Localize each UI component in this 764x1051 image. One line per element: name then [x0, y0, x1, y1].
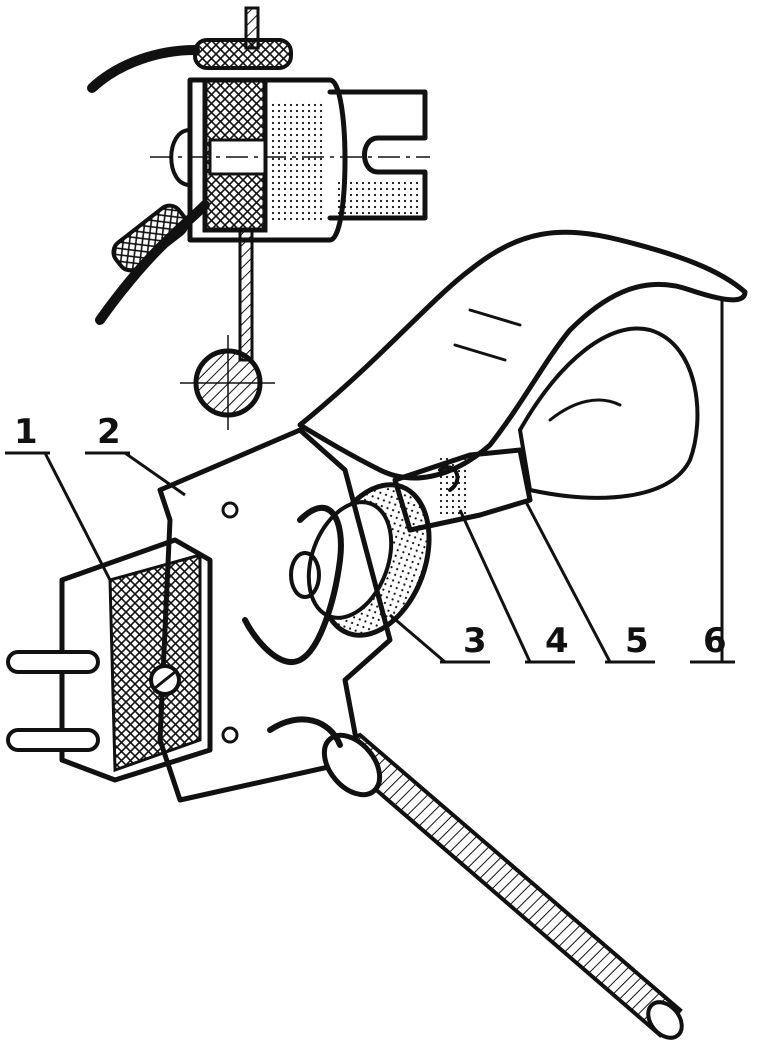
lamp-bulb [518, 326, 700, 500]
handle-rod [326, 732, 683, 1038]
detail-bayonet-cap [327, 89, 428, 221]
handle-bracket [267, 716, 343, 748]
callout-4: 4 [545, 621, 569, 661]
callout-5: 5 [625, 621, 649, 661]
handle-rod-end [646, 1000, 684, 1040]
detail-wire-sleeve [111, 203, 189, 273]
detail-socket-body [187, 77, 348, 243]
reflector [297, 229, 748, 481]
plug-pin-lower [6, 728, 100, 752]
detail-cap-shading [335, 180, 420, 215]
lamp-filament [548, 398, 622, 422]
detail-plate [238, 228, 254, 362]
main-assembly [6, 229, 748, 1040]
callouts: 1 2 3 4 5 6 [5, 300, 735, 664]
plate-hole-bottom [221, 726, 239, 744]
plate-hole-top [221, 501, 239, 519]
detail-wire [87, 45, 200, 93]
callout-4-leader [458, 509, 532, 663]
callout-3: 3 [463, 621, 487, 661]
callout-2: 2 [97, 412, 121, 452]
plug-screw-slot [154, 670, 176, 690]
detail-view [87, 6, 430, 430]
bayonet-pin [438, 465, 460, 492]
plug-block [59, 537, 213, 783]
detail-socket-shading [270, 100, 325, 220]
detail-wire-clamp [193, 38, 293, 70]
handle-collar [321, 732, 383, 798]
plug-block-face [108, 553, 202, 773]
callout-3-leader [389, 613, 446, 664]
contact-wire [242, 504, 344, 665]
callout-2-leader [124, 451, 186, 497]
plug-pin-upper [6, 650, 100, 674]
reflector-fold [453, 308, 522, 362]
callout-1: 1 [14, 412, 38, 452]
callout-5-leader [523, 499, 612, 663]
contact-screw [289, 551, 321, 599]
callout-1-leader [43, 452, 112, 581]
